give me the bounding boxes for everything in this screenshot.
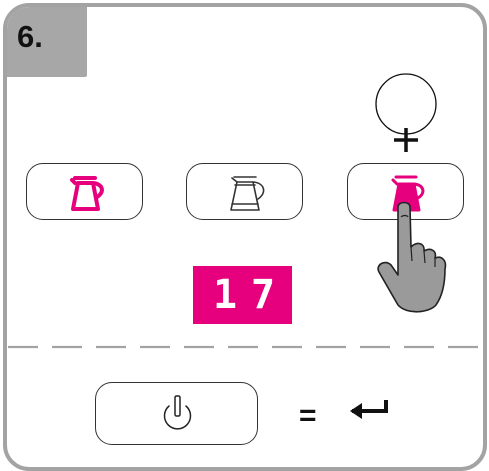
display-digit-2: 7 xyxy=(251,272,275,318)
filled-carafe-icon xyxy=(27,164,144,221)
step-tab: 6. xyxy=(7,7,87,77)
press-hint xyxy=(372,72,444,172)
power-icon xyxy=(96,383,259,446)
step-number: 6. xyxy=(17,19,43,55)
circle-icon xyxy=(376,74,436,134)
pointing-hand-icon xyxy=(365,195,455,317)
enter-arrow-icon xyxy=(346,396,398,426)
dashed-divider xyxy=(0,343,489,351)
empty-carafe-icon xyxy=(187,164,304,221)
carafe-button-1[interactable] xyxy=(26,163,143,220)
digit-display: 1 7 xyxy=(193,266,292,324)
equals-sign: = xyxy=(299,399,317,433)
carafe-button-2[interactable] xyxy=(186,163,303,220)
display-digit-1: 1 xyxy=(213,272,237,318)
power-button[interactable] xyxy=(95,382,258,445)
